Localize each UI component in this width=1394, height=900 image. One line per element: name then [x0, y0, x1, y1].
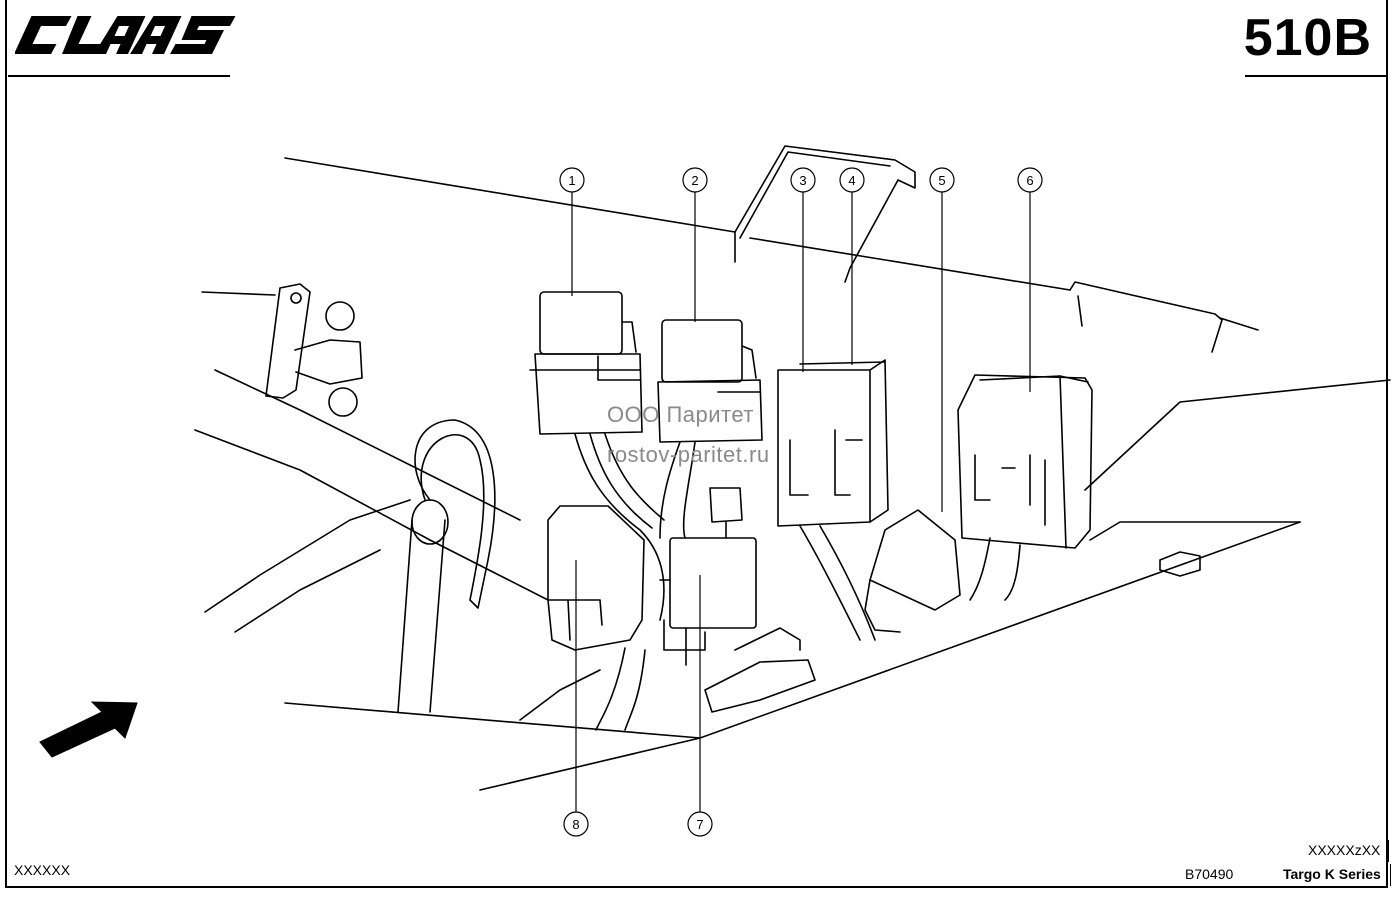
footer-left-code: XXXXXX — [14, 862, 71, 878]
footer-model: Targo K Series — [1283, 866, 1381, 882]
arrow-direction-icon — [39, 701, 138, 758]
callout-8: 8 — [572, 817, 579, 832]
callout-3: 3 — [799, 173, 806, 188]
watermark-company: ООО Паритет — [607, 402, 754, 427]
footer-drawing-code: B70490 — [1185, 866, 1234, 882]
callout-5: 5 — [938, 173, 945, 188]
footer-version-code: XXXXXzXX — [1308, 842, 1381, 858]
logo-underline — [8, 75, 230, 77]
callout-4: 4 — [848, 173, 855, 188]
callout-2: 2 — [691, 173, 698, 188]
claas-logo — [15, 16, 236, 54]
page-number-underline — [1245, 75, 1386, 77]
watermark-url: rostov-paritet.ru — [607, 442, 770, 467]
page-number: 510B — [1243, 9, 1372, 67]
callout-7: 7 — [696, 817, 703, 832]
footer-divider — [1390, 864, 1391, 886]
footer-divider — [1388, 840, 1389, 862]
callout-6: 6 — [1026, 173, 1033, 188]
drawing-frame — [5, 0, 1388, 888]
callout-1: 1 — [568, 173, 575, 188]
